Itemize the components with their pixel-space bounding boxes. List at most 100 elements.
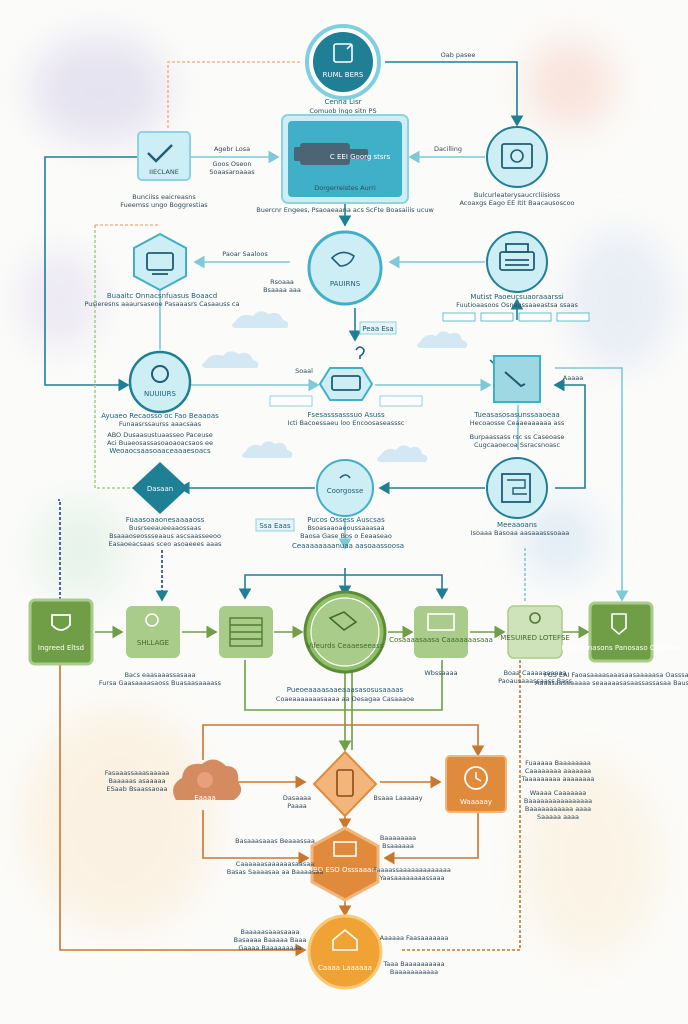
connector (59, 665, 307, 957)
check-icon (147, 144, 173, 163)
machine-icon-head (294, 147, 304, 161)
node-green-3[interactable] (219, 606, 273, 658)
green-circle-caption-1: Pueoeaaaasaaeaaasasosusaaaas (287, 686, 404, 694)
question-mark-icon (355, 346, 365, 359)
cloud-orange-caption-3: ESaab Bsaassaoaa (107, 785, 168, 793)
node-green-circle[interactable]: Vifeurds Ceaaeseeass (303, 590, 387, 674)
diamond-left-title: Dasaan (147, 485, 173, 493)
machine-icon (294, 143, 368, 165)
right-note-6: Baaaaaaaaaaa aaaa (525, 805, 591, 813)
home-icon (332, 928, 358, 951)
green-left-caption-1: Bacs eaasaaassasaaa (125, 671, 196, 679)
ring-caption-4: Aci Buaeosassasoaoaoacsaos ee (107, 439, 213, 447)
connector (202, 810, 310, 865)
right-note-1: Fuaaaaa Baaaaaaaa (525, 759, 591, 767)
connector (44, 156, 140, 392)
check-caption-1: Bunciiss eaicreasns (132, 193, 196, 201)
right-note-7: Saaaaa aaaa (537, 813, 579, 821)
diamond-caption-3: Bsaaaoseossseaaus ascsaasseeoo (109, 532, 221, 540)
edge-label-mid-note: Rsoaaa (270, 278, 294, 286)
hex-orange-caption-4: Baaaaaaaa (380, 834, 416, 842)
window-icon (427, 613, 455, 631)
mini-tags (442, 312, 590, 322)
node-hex-left[interactable] (133, 232, 187, 292)
node-green-left[interactable]: Ingreed Eltsd (28, 598, 94, 666)
shield-icon (51, 614, 71, 631)
edge-label-check-2: Goos Oseon (212, 160, 251, 168)
cloud-orange-title: Eaaaa (194, 794, 216, 802)
orange-circle-ring (307, 914, 383, 990)
diamond-caption-2: Busrseeaueeaaossaas (129, 524, 202, 532)
orange-circle-title: Caaaa Laaaaaa (318, 964, 372, 972)
node-cloud-orange[interactable]: Eaaaa (173, 759, 242, 802)
note-box-2 (379, 395, 423, 407)
node-top-circle[interactable]: RUML BERS (305, 24, 381, 100)
hex-orange-caption-3: Basas Saaaasaa aa Baaaasaa (227, 868, 324, 876)
wash-purple (30, 35, 170, 145)
printer-icon (499, 243, 535, 271)
node-green-6[interactable]: MESUIRED LOTEFSE (500, 605, 570, 659)
badge-1-label: Peaa Esa (362, 325, 393, 333)
edge-label-mid-note-2: Bsaaaa aaa (263, 286, 301, 294)
node-diamond-orange[interactable] (312, 750, 378, 818)
green-right-caption-2: Aaaasaasaaaaaa seaaaaasasaassassasaa Bau… (535, 679, 688, 687)
connector (238, 574, 345, 600)
diamond-caption-4: Easaoeacsaas sceo asoaeees aaas (109, 540, 223, 548)
node-mid-circle[interactable]: PAUIRNS (307, 230, 383, 306)
printer-circle-ring (486, 231, 548, 293)
diamond-orange-shape (312, 750, 378, 818)
node-orange-box[interactable]: Waaaaay (445, 755, 507, 813)
connectors (44, 61, 629, 957)
folder-icon (328, 611, 358, 632)
node-machine-box[interactable]: C EEI Goorg stsrs Dorgerreistes Aurri (281, 114, 409, 204)
node-cart-center[interactable] (318, 346, 374, 401)
green-left-caption-2: Fursa Gaasaaaasaoss Buasaasaaaass (99, 679, 222, 687)
green-circle-title: Vifeurds Ceaaeseeass (307, 642, 384, 650)
top-caption-1: Cenna Lisr (325, 98, 362, 106)
green-circle-caption-2: Coaeaaaaaaasaaaa aa Desagaa Casaaaoe (276, 695, 414, 703)
green-6-caption-2: Paoausaaassaass Bass (498, 677, 572, 685)
pen-icon (504, 371, 526, 388)
connector (202, 724, 485, 760)
stack-icon (333, 841, 357, 857)
green-left-title: Ingreed Eltsd (38, 644, 84, 652)
node-cloud-center[interactable]: Coorgosse (316, 459, 374, 517)
hex-left-shape (133, 232, 187, 292)
green-2-frame (126, 606, 180, 658)
node-topright-circle[interactable] (486, 126, 548, 188)
computer-icon (146, 252, 174, 271)
orange-circle-caption-1: Baaaaasaaasaaaa (240, 928, 299, 936)
node-pen-box[interactable] (493, 355, 541, 403)
orange-circle-caption-3: Gaaaa Baaaaaaaaa (238, 944, 301, 952)
edge-label-check-3: Soaasaroaaas (209, 168, 255, 176)
right-note-5: Baaaaaaaaaaaaaaaa (524, 797, 592, 805)
pen-caption-3: Burpaassass rsc ss Caseoase (470, 433, 565, 441)
node-printer-circle[interactable] (486, 231, 548, 293)
monitor-icon (501, 143, 533, 169)
maze-icon (501, 473, 531, 503)
node-green-2[interactable]: SHLLAGE (126, 606, 180, 658)
node-diamond-left[interactable]: Dasaan (132, 462, 188, 514)
phone-icon (336, 769, 354, 797)
node-check-box[interactable]: IIECLANE (137, 131, 191, 181)
machine-icon-body (300, 143, 350, 165)
right-note-4: Waaaa Caaaaaaa (530, 789, 586, 797)
node-maze-circle[interactable] (486, 457, 548, 519)
connector (553, 378, 586, 489)
node-green-5[interactable]: Cosaaaasaasa Caaaaaaasaaa (389, 606, 493, 658)
node-green-right[interactable]: Pat aitonasons Panosaso Oasuaaa (561, 601, 681, 663)
node-orange-circle[interactable]: Caaaa Laaaaaa (307, 914, 383, 990)
top-caption-2: Comuob ingo sitn PS (309, 107, 376, 115)
check-caption-2: Fueemss ungo Boggrestias (120, 201, 208, 209)
node-hex-orange[interactable]: RBD ESO Osssaaaaal (308, 826, 382, 902)
note-box-1 (269, 395, 313, 407)
hex-left-caption-1: Buaaitc Onnacsnfuasus Boaacd (107, 292, 217, 300)
cloud-center-title: Coorgosse (327, 487, 364, 495)
connector (383, 812, 479, 865)
maze-icon-paths (507, 479, 527, 495)
node-ring-left[interactable]: NUUIURS (128, 350, 192, 414)
cloud-deco (232, 311, 289, 328)
mini-tag (556, 312, 590, 322)
printer-icon-lines (505, 259, 529, 266)
